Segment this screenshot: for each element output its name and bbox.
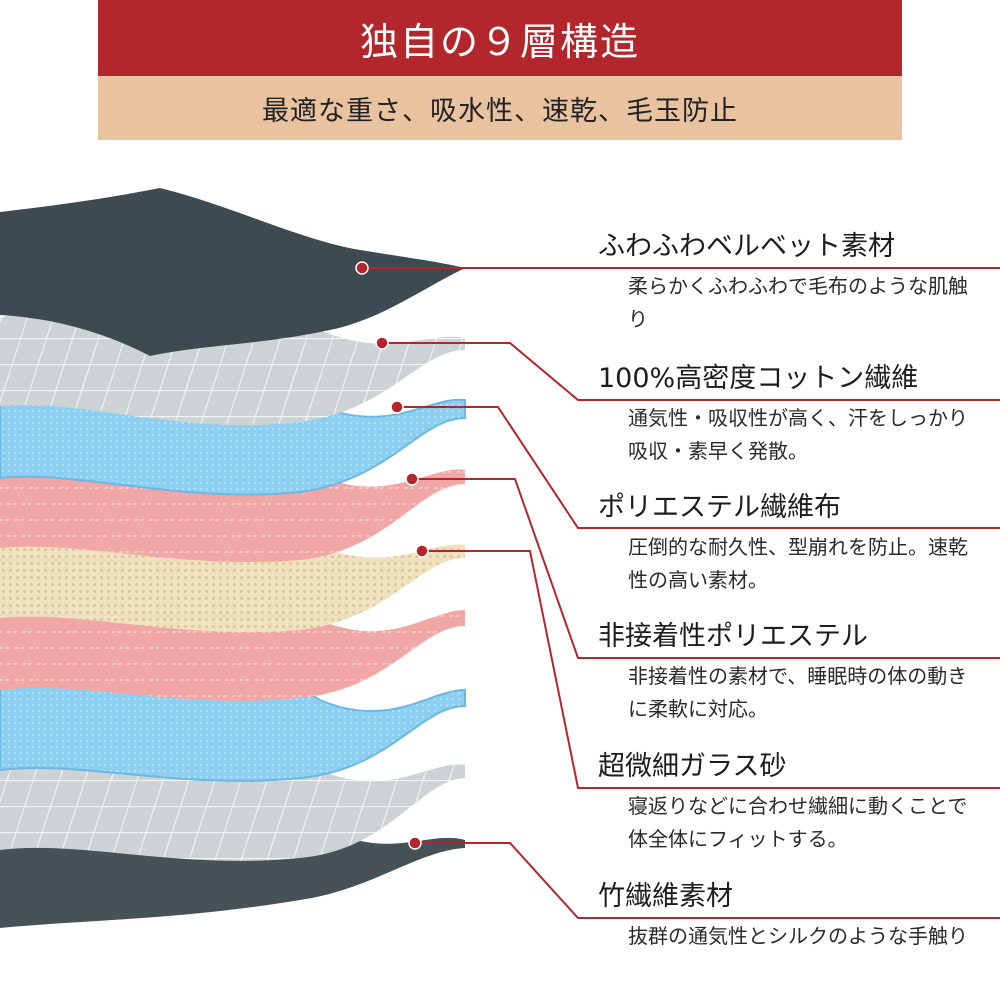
layer-label-2: 100%高密度コットン繊維 通気性・吸収性が高く、汗をしっかり吸収・素早く発散。	[598, 362, 988, 468]
callout-dot-5	[415, 544, 429, 558]
callout-line-2	[382, 342, 1000, 401]
layer-label-5: 超微細ガラス砂 寝返りなどに合わせ繊細に動くことで体全体にフィットする。	[598, 750, 988, 856]
callout-dot-2	[375, 336, 389, 350]
layer-name: ポリエステル繊維布	[598, 492, 841, 523]
callout-dot-3	[390, 400, 404, 414]
page-subtitle: 最適な重さ、吸水性、速乾、毛玉防止	[98, 76, 902, 140]
callout-dot-1	[355, 261, 369, 275]
layer-shape-top-velvet	[0, 188, 465, 356]
layer-label-6: 竹繊維素材 抜群の通気性とシルクのような手触り	[598, 880, 988, 953]
layer-desc: 抜群の通気性とシルクのような手触り	[628, 924, 968, 948]
layer-name: 竹繊維素材	[598, 881, 733, 912]
page-title: 独自の９層構造	[98, 0, 902, 76]
layer-desc: 非接着性の素材で、睡眠時の体の動きに柔軟に対応。	[628, 664, 968, 721]
callout-line-3	[397, 406, 1000, 529]
callout-dot-6	[408, 836, 422, 850]
layer-name: 非接着性ポリエステル	[598, 621, 868, 652]
layer-desc: 柔らかくふわふわで毛布のような肌触り	[628, 274, 968, 331]
layer-name: 100%高密度コットン繊維	[598, 363, 919, 394]
layer-name: 超微細ガラス砂	[598, 751, 787, 782]
callout-line-5	[422, 550, 1000, 789]
callout-dot-4	[405, 472, 419, 486]
layer-desc: 寝返りなどに合わせ繊細に動くことで体全体にフィットする。	[628, 794, 968, 851]
layer-desc: 通気性・吸収性が高く、汗をしっかり吸収・素早く発散。	[628, 406, 968, 463]
callout-line-6	[415, 842, 1000, 919]
layer-desc: 圧倒的な耐久性、型崩れを防止。速乾性の高い素材。	[628, 535, 968, 592]
layer-label-1: ふわふわベルベット素材 柔らかくふわふわで毛布のような肌触り	[598, 230, 988, 336]
layer-label-3: ポリエステル繊維布 圧倒的な耐久性、型崩れを防止。速乾性の高い素材。	[598, 491, 988, 597]
layer-name: ふわふわベルベット素材	[598, 231, 895, 262]
layer-label-4: 非接着性ポリエステル 非接着性の素材で、睡眠時の体の動きに柔軟に対応。	[598, 620, 988, 726]
callout-line-4	[412, 478, 1000, 659]
